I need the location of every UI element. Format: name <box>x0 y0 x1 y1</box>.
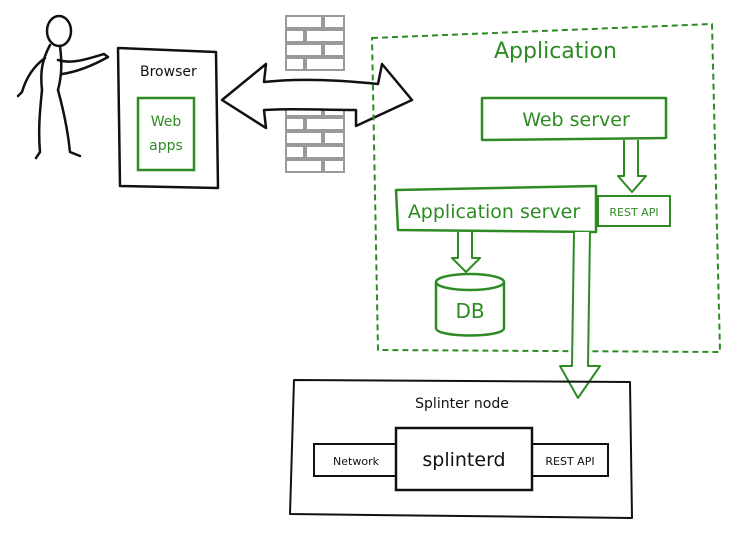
app-rest-api-label: REST API <box>609 206 658 219</box>
browser-title: Browser <box>140 64 197 80</box>
splinter-node-title: Splinter node <box>415 396 509 412</box>
webapps-label-line2: apps <box>149 138 183 154</box>
app-server-label: Application server <box>408 201 581 223</box>
stick-figure-icon <box>16 14 110 160</box>
webapps-label-line1: Web <box>151 114 182 130</box>
splinter-node-box: Splinter node <box>289 379 633 519</box>
application-title: Application <box>494 39 617 64</box>
web-server-label: Web server <box>522 109 630 131</box>
arrow-app-to-splinter <box>559 231 601 399</box>
network-label: Network <box>333 455 380 468</box>
brick-wall-icon-lower <box>285 103 345 173</box>
network-box: Network <box>313 443 397 477</box>
arrow-app-to-db <box>451 232 481 273</box>
application-container: Application <box>371 23 721 353</box>
splinter-rest-api-box: REST API <box>531 443 609 477</box>
app-server-box: Application server <box>394 184 598 234</box>
db-label: DB <box>455 299 484 323</box>
brick-wall-icon <box>285 15 345 71</box>
webapps-box <box>136 96 196 172</box>
app-rest-api-box: REST API <box>597 195 671 227</box>
double-arrow-icon <box>220 62 414 130</box>
web-server-box: Web server <box>480 96 668 142</box>
splinterd-label: splinterd <box>422 449 505 471</box>
db-cylinder-icon: DB <box>434 272 506 337</box>
arrow-web-to-rest <box>617 140 647 193</box>
browser-box: Browser Web apps <box>116 46 220 190</box>
splinterd-box: splinterd <box>394 426 534 492</box>
splinter-rest-api-label: REST API <box>545 455 594 468</box>
